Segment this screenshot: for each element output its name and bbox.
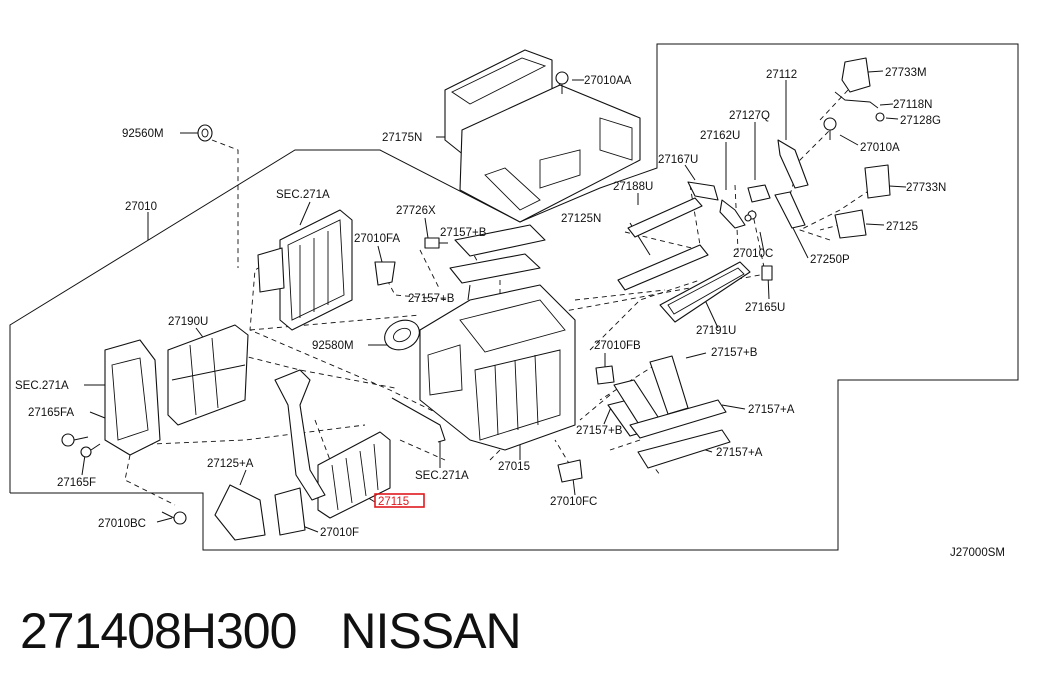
label-27165F: 27165F: [57, 477, 96, 489]
brand-name: NISSAN: [340, 603, 521, 659]
label-27167U: 27167U: [658, 154, 698, 166]
actuator-27733M: [841, 57, 871, 93]
harness-27118N: [834, 91, 879, 109]
part-caption: 271408H300 NISSAN: [20, 596, 522, 666]
label-27157B-a: 27157+B: [440, 227, 487, 239]
label-27127Q: 27127Q: [729, 110, 770, 122]
solid-leader-lines: [81, 70, 907, 533]
label-27157B-d: 27157+B: [711, 347, 758, 359]
part-number: 271408H300: [20, 603, 297, 659]
bracket-27010FB: [595, 365, 615, 385]
label-27010BC: 27010BC: [98, 518, 146, 530]
clip-27010AA: [555, 71, 569, 94]
label-27733N: 27733N: [906, 182, 946, 194]
label-27125N: 27125N: [561, 213, 601, 225]
seals-27157B-top: [449, 224, 546, 284]
label-27191U: 27191U: [696, 325, 736, 337]
label-27010FA: 27010FA: [354, 233, 400, 245]
duct-27125A: [214, 484, 266, 541]
label-27125A: 27125+A: [207, 458, 254, 470]
evaporator-sec271a: [257, 209, 353, 331]
grommet-92580M: [384, 319, 420, 351]
label-27112: 27112: [766, 69, 797, 81]
heater-core-27115: [274, 369, 391, 519]
label-27010F: 27010F: [320, 527, 359, 539]
clip-27010C: [744, 214, 752, 222]
sensor-27726X: [424, 237, 448, 249]
label-27010: 27010: [125, 201, 157, 213]
label-sec271a-left: SEC.271A: [15, 380, 69, 392]
assembly-outline: [9, 43, 1019, 551]
callout-labels: 27010AA 92560M 27175N 27010 SEC.271A 277…: [15, 67, 1005, 559]
bolt-27010BC: [161, 511, 187, 525]
label-27157B-c: 27157+B: [576, 425, 623, 437]
heater-unit-27015: [419, 284, 576, 451]
label-27010AA: 27010AA: [584, 75, 632, 87]
link-sec271a-bottom: [391, 397, 446, 443]
seals-27157-lower: [607, 355, 731, 469]
bracket-27010F: [274, 487, 306, 536]
label-27188U: 27188U: [613, 181, 653, 193]
label-27190U: 27190U: [168, 316, 208, 328]
screws-27165F: [61, 433, 101, 458]
label-27125: 27125: [886, 221, 918, 233]
case-sec271a-left: [104, 339, 161, 456]
label-sec271a-top: SEC.271A: [276, 189, 330, 201]
bracket-27010FC: [557, 459, 583, 483]
label-27250P: 27250P: [810, 254, 850, 266]
label-27175N: 27175N: [382, 132, 422, 144]
clip-27165U: [761, 265, 773, 281]
label-27726X: 27726X: [396, 205, 436, 217]
label-27157A-a: 27157+A: [748, 404, 795, 416]
lever-27162U: [719, 199, 757, 229]
label-27165U: 27165U: [745, 302, 785, 314]
filter-27190U: [167, 324, 249, 426]
label-sec271a-bottom: SEC.271A: [415, 470, 469, 482]
label-27118N: 27118N: [893, 99, 932, 111]
actuator-27733N: [864, 164, 891, 199]
highlight-box-27115: [374, 493, 425, 508]
diagram-code: J27000SM: [950, 547, 1005, 559]
filter-27191U: [659, 261, 751, 323]
link-27125: [834, 209, 867, 239]
dashed-leader-lines: [124, 79, 871, 506]
label-27015: 27015: [498, 461, 530, 473]
label-27157A-b: 27157+A: [716, 447, 763, 459]
screw-27010A: [823, 117, 837, 140]
seal-27125N: [617, 244, 709, 291]
label-27733M: 27733M: [885, 67, 927, 79]
grommet-92560M: [197, 124, 213, 142]
label-27010C: 27010C: [733, 248, 773, 260]
label-92580M: 92580M: [312, 340, 354, 352]
bracket-27010FA: [374, 261, 396, 286]
clip-27128G: [875, 112, 885, 122]
seal-27188U: [627, 197, 703, 238]
label-27010A: 27010A: [860, 142, 900, 154]
label-27128G: 27128G: [900, 115, 941, 127]
link-27250P: [774, 191, 806, 229]
parts-diagram: 27010AA 92560M 27175N 27010 SEC.271A 277…: [9, 43, 1019, 559]
label-27010FC: 27010FC: [550, 496, 597, 508]
link-27112: [777, 139, 809, 189]
label-27162U: 27162U: [700, 130, 740, 142]
label-27115: 27115: [378, 496, 409, 508]
duct-27175N: [444, 49, 641, 223]
label-27010FB: 27010FB: [594, 340, 641, 352]
link-27167U: [687, 181, 719, 201]
label-27157B-b: 27157+B: [408, 293, 455, 305]
label-92560M: 92560M: [122, 128, 164, 140]
label-27165FA: 27165FA: [28, 407, 74, 419]
lever-27127Q: [747, 184, 771, 203]
